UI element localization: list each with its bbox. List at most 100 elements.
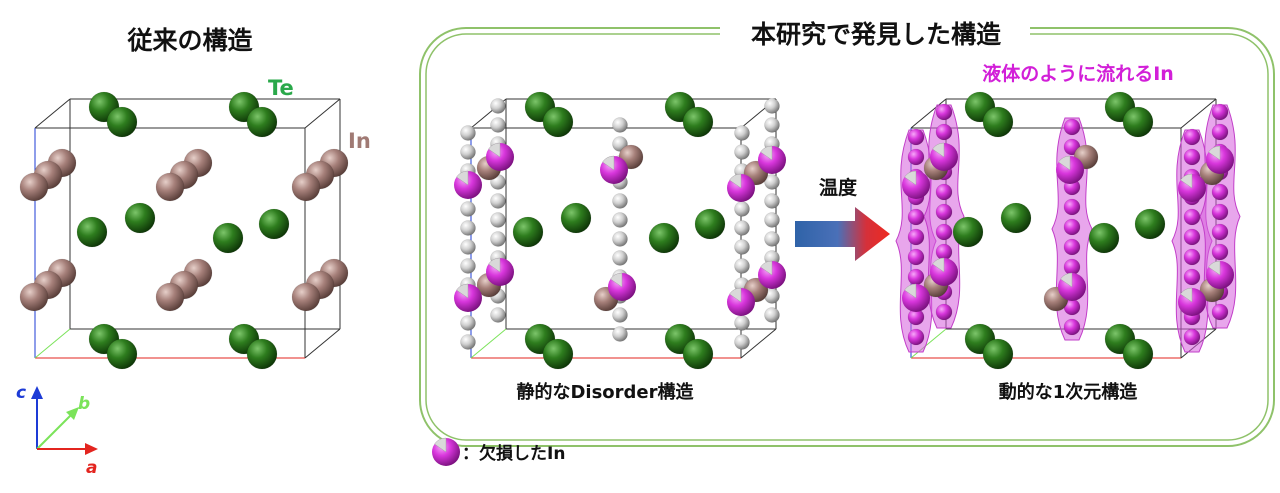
vacant-in-atom xyxy=(454,283,482,312)
in-site-atom xyxy=(764,193,780,209)
liquid-in-atom xyxy=(1063,258,1081,276)
in-site-atom xyxy=(764,231,780,247)
in-site-atom xyxy=(490,307,506,323)
vacant-in-atom xyxy=(1178,287,1206,316)
in-atom xyxy=(19,172,49,202)
vacant-in-atom xyxy=(1058,272,1086,301)
te-atom xyxy=(694,208,726,240)
vacant-in-legend-atom xyxy=(432,437,460,466)
liquid-in-atom xyxy=(1211,223,1229,241)
te-atom xyxy=(1088,222,1120,254)
in-site-atom xyxy=(460,144,476,160)
in-site-atom xyxy=(460,220,476,236)
vacant-in-atom xyxy=(930,142,958,171)
liquid-in-atom xyxy=(935,243,953,261)
liquid-in-atom xyxy=(1183,328,1201,346)
in-site-atom xyxy=(764,174,780,190)
temperature-arrow xyxy=(795,207,890,261)
vacant-in-legend-text: ：欠損したIn xyxy=(462,443,565,464)
in-site-atom xyxy=(612,212,628,228)
liquid-in-atom xyxy=(935,223,953,241)
in-site-atom xyxy=(612,307,628,323)
in-site-atom xyxy=(734,239,750,255)
liquid-in-atom xyxy=(935,183,953,201)
te-atom xyxy=(1000,202,1032,234)
in-atom xyxy=(291,172,321,202)
in-site-atom xyxy=(460,125,476,141)
vacant-in-atom xyxy=(758,145,786,174)
vacant-in-atom xyxy=(930,257,958,286)
te-atom xyxy=(542,106,574,138)
vacant-in-atom xyxy=(758,260,786,289)
in-site-atom xyxy=(490,117,506,133)
te-label: Te xyxy=(268,76,294,100)
te-atom xyxy=(982,338,1014,370)
in-site-atom xyxy=(490,212,506,228)
te-atom xyxy=(542,338,574,370)
te-atom xyxy=(682,106,714,138)
te-atom xyxy=(246,106,278,138)
in-site-atom xyxy=(764,307,780,323)
in-site-atom xyxy=(460,258,476,274)
te-atom xyxy=(952,216,984,248)
axis-c-label: c xyxy=(16,383,26,403)
in-atom xyxy=(155,282,185,312)
te-atom xyxy=(512,216,544,248)
temperature-label: 温度 xyxy=(819,176,858,199)
te-atom xyxy=(1134,208,1166,240)
in-site-atom xyxy=(734,144,750,160)
liquid-in-atom xyxy=(1063,218,1081,236)
te-atom xyxy=(1122,338,1154,370)
liquid-in-atom xyxy=(1063,198,1081,216)
liquid-in-atom xyxy=(1183,128,1201,146)
vacant-in-atom xyxy=(454,170,482,199)
dynamic-1d-caption: 動的な1次元構造 xyxy=(999,381,1138,403)
te-atom xyxy=(982,106,1014,138)
axis-indicator: c b a xyxy=(16,383,98,478)
in-site-atom xyxy=(612,326,628,342)
in-site-atom xyxy=(612,193,628,209)
liquid-in-atom xyxy=(1211,123,1229,141)
in-site-atom xyxy=(734,125,750,141)
in-site-atom xyxy=(734,220,750,236)
right-title: 本研究で発見した構造 xyxy=(751,20,1001,49)
liquid-in-atom xyxy=(1211,103,1229,121)
liquid-in-atom xyxy=(935,123,953,141)
te-atom xyxy=(648,222,680,254)
in-site-atom xyxy=(490,193,506,209)
te-atom xyxy=(124,202,156,234)
vacant-in-atom xyxy=(1178,173,1206,202)
conventional-unit-cell xyxy=(19,91,349,370)
in-site-atom xyxy=(612,117,628,133)
liquid-in-atom xyxy=(907,248,925,266)
in-site-atom xyxy=(734,258,750,274)
in-site-atom xyxy=(764,212,780,228)
liquid-in-atom xyxy=(1063,118,1081,136)
liquid-in-atom xyxy=(907,268,925,286)
liquid-in-atom xyxy=(935,303,953,321)
liquid-in-atom xyxy=(1063,318,1081,336)
in-site-atom xyxy=(460,315,476,331)
vacant-in-atom xyxy=(486,142,514,171)
vacant-in-atom xyxy=(1206,260,1234,289)
liquid-in-atom xyxy=(1211,203,1229,221)
liquid-in-atom xyxy=(935,103,953,121)
liquid-in-atom xyxy=(1183,228,1201,246)
static-disorder-unit-cell xyxy=(454,91,786,370)
liquid-in-atom xyxy=(1063,238,1081,256)
vacant-in-atom xyxy=(486,257,514,286)
liquid-in-atom xyxy=(907,128,925,146)
te-atom xyxy=(106,338,138,370)
te-atom xyxy=(106,106,138,138)
in-site-atom xyxy=(612,231,628,247)
axis-a-label: a xyxy=(86,458,97,478)
liquid-in-atom xyxy=(1211,183,1229,201)
in-site-atom xyxy=(490,231,506,247)
liquid-in-atom xyxy=(1183,148,1201,166)
dynamic-1d-unit-cell xyxy=(895,91,1241,370)
left-title: 従来の構造 xyxy=(126,26,252,55)
liquid-in-atom xyxy=(1211,243,1229,261)
te-atom xyxy=(246,338,278,370)
in-label: In xyxy=(348,129,371,153)
liquid-in-atom xyxy=(907,208,925,226)
